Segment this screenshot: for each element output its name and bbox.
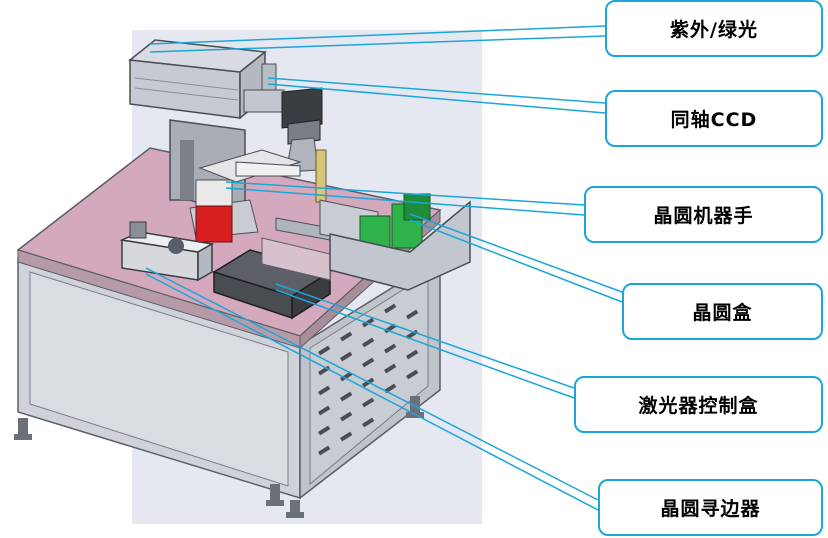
label-laser-controller-text: 激光器控制盒 [638,395,759,417]
wafer-cassettes [329,193,471,291]
leader-controller-2 [275,289,575,399]
leader-uv-green [149,25,606,45]
leader-controller [275,283,575,389]
label-uv-green: 紫外/绿光 [605,0,823,57]
leader-cassette-2 [409,219,623,303]
leader-ccd [267,77,606,104]
wafer-aligner [119,221,215,282]
leader-aligner [145,267,599,501]
leader-lines [145,25,623,511]
leader-cassette [409,213,623,293]
label-wafer-robot: 晶圆机器手 [584,186,823,243]
label-laser-controller: 激光器控制盒 [574,376,823,433]
leader-aligner-2 [145,273,599,511]
laser-controller-box [212,237,332,320]
label-wafer-robot-text: 晶圆机器手 [653,205,754,227]
label-uv-green-text: 紫外/绿光 [670,19,758,41]
label-coaxial-ccd-text: 同轴CCD [670,109,758,131]
cabinet [14,256,441,518]
label-coaxial-ccd: 同轴CCD [605,90,823,147]
label-wafer-cassette: 晶圆盒 [622,283,823,340]
leader-ccd-2 [267,83,606,114]
wafer-robot [189,149,302,243]
label-wafer-cassette-text: 晶圆盒 [692,302,753,324]
leader-robot-2 [225,187,585,216]
leader-uv-green-2 [149,35,606,53]
label-wafer-aligner-text: 晶圆寻边器 [660,498,761,520]
leader-robot [225,181,585,206]
label-wafer-aligner: 晶圆寻边器 [598,479,823,536]
